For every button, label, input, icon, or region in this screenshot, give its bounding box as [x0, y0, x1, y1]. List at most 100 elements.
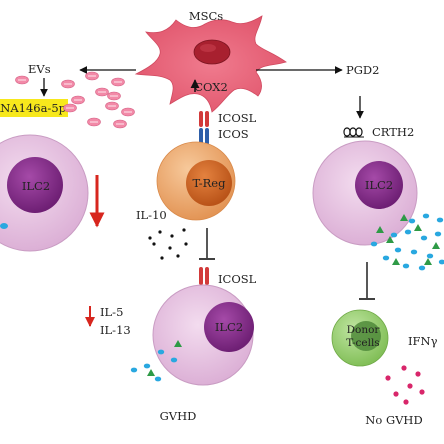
- treg-cell: [156, 141, 236, 221]
- cox2-label: COX2: [194, 80, 228, 94]
- cytokine-blue-dot: [420, 235, 428, 241]
- cytokine-blue-dot: [410, 249, 418, 255]
- cytokine-blue-dot: [157, 349, 165, 355]
- il10-dot: [184, 242, 188, 246]
- donor-label-line1: Donor: [347, 324, 381, 336]
- ilc2-left-label: ILC2: [22, 179, 50, 193]
- cytokine-blue-dot: [370, 241, 378, 247]
- cytokine-blue-dot: [130, 367, 138, 373]
- cytokine-blue-dot: [154, 376, 162, 382]
- treg-label: T-Reg: [193, 176, 227, 190]
- ifng-dot: [401, 365, 407, 371]
- ilc2-cell-bottom: [152, 284, 254, 386]
- ifng-dot: [385, 375, 391, 381]
- ifng-label: IFNγ: [408, 334, 438, 348]
- msc-cell: [134, 15, 287, 113]
- evs-label: EVs: [28, 62, 51, 76]
- cytokine-green-triangle: [386, 236, 394, 243]
- ev-vesicle: [87, 117, 101, 127]
- cytokine-blue-dot: [402, 263, 410, 269]
- cytokine-green-triangle: [392, 258, 400, 265]
- ev-vesicle: [61, 79, 75, 89]
- il10-dots: [148, 228, 188, 260]
- il13-label: IL-13: [100, 323, 131, 337]
- il10-dot: [168, 246, 172, 250]
- crth2-label: CRTH2: [372, 125, 414, 139]
- ilc2-cell-left: [0, 134, 89, 252]
- il10-dot: [158, 230, 162, 234]
- pgd2-label: PGD2: [346, 63, 379, 77]
- ifng-dot: [393, 391, 399, 397]
- inhibition-marker-right: [359, 262, 375, 300]
- cytokine-blue-dot: [434, 231, 442, 237]
- cytokine-green-triangle: [432, 242, 440, 249]
- cytokine-blue-dot: [170, 357, 178, 363]
- msc-nucleus-shine: [200, 44, 216, 52]
- no-gvhd-label: No GVHD: [365, 413, 422, 427]
- cytokine-blue-dot: [426, 253, 434, 259]
- il10-dot: [152, 242, 156, 246]
- ifng-dot: [403, 399, 409, 405]
- cytokine-blue-dot: [436, 217, 444, 223]
- cytokine-blue-dot: [404, 229, 412, 235]
- ev-vesicle: [95, 87, 109, 97]
- cytokine-blue-dot: [418, 265, 426, 271]
- ev-vesicle: [121, 107, 135, 117]
- inhibition-marker-center: [199, 228, 215, 260]
- cytokine-green-triangle: [414, 224, 422, 231]
- ev-vesicle: [71, 95, 85, 105]
- icosl-label-top: ICOSL: [218, 111, 257, 125]
- donor-label-line2: T-cells: [346, 337, 379, 349]
- cytokine-green-triangle: [376, 226, 384, 233]
- cytokine-blue-dot: [143, 363, 151, 369]
- ifng-dot: [419, 389, 425, 395]
- cytokine-green-triangle: [400, 214, 408, 221]
- gvhd-label: GVHD: [160, 409, 197, 423]
- ev-vesicle: [113, 119, 127, 129]
- mirna-label: miRNA146a-5p: [0, 101, 66, 115]
- ifng-dots: [385, 365, 425, 405]
- msc-nucleus: [193, 39, 231, 65]
- ifng-dot: [415, 371, 421, 377]
- il10-dot: [176, 254, 180, 258]
- ev-vesicle: [85, 71, 99, 81]
- ev-vesicle: [107, 91, 121, 101]
- icosl-label-bottom: ICOSL: [218, 272, 257, 286]
- ev-vesicle: [105, 101, 119, 111]
- icosl-receptor-bottom: [199, 267, 209, 285]
- il10-dot: [148, 236, 152, 240]
- right-cytokines: [370, 213, 444, 271]
- msc-label: MSCs: [189, 9, 223, 23]
- ilc2-cell-right: [312, 140, 418, 246]
- cytokine-blue-dot: [438, 259, 444, 265]
- il5-label: IL-5: [100, 305, 123, 319]
- cytokine-green-triangle: [147, 369, 155, 376]
- blue-cytokine-dots-left: [0, 223, 8, 229]
- ifng-dot: [407, 383, 413, 389]
- ev-vesicle: [111, 77, 125, 87]
- bottom-cytokines: [130, 340, 182, 382]
- cytokine-green-triangle: [424, 258, 432, 265]
- icosl-receptor-top: [199, 111, 209, 127]
- cytokine-blue-dot: [408, 218, 416, 224]
- cytokine-green-triangle: [174, 340, 182, 347]
- icos-label: ICOS: [218, 127, 249, 141]
- il10-label: IL-10: [136, 208, 167, 222]
- mirna-highlight: [0, 99, 68, 117]
- il10-dot: [170, 234, 174, 238]
- cytokine-blue-dot: [390, 232, 398, 238]
- ev-vesicle: [15, 75, 29, 85]
- ev-vesicle: [63, 103, 77, 113]
- crth2-receptor: [343, 127, 364, 138]
- donor-tcell: [331, 309, 389, 367]
- cytokine-blue-dot: [422, 213, 430, 219]
- icos-receptor: [199, 128, 209, 145]
- cytokine-blue-dot: [382, 255, 390, 261]
- il10-dot: [182, 228, 186, 232]
- ev-vesicles: [15, 71, 135, 129]
- il10-dot: [160, 256, 164, 260]
- cytokine-blue-dot: [394, 247, 402, 253]
- ilc2-bottom-label: ILC2: [215, 320, 243, 334]
- ilc2-right-label: ILC2: [365, 178, 393, 192]
